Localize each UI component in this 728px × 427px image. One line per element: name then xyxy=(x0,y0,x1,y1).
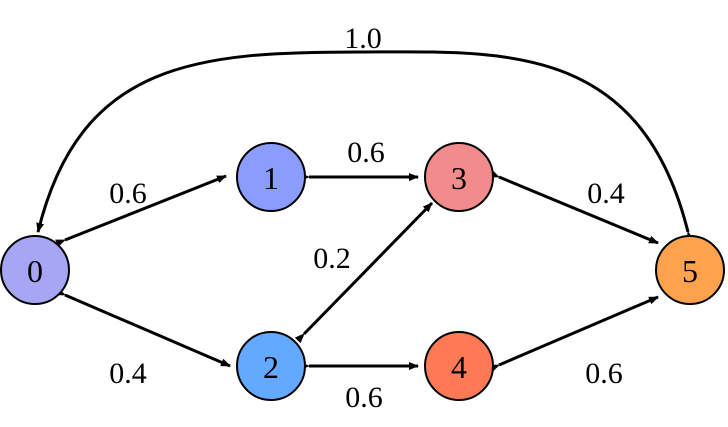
node-0-label: 0 xyxy=(27,253,43,289)
node-0: 0 xyxy=(0,235,70,305)
edge-label-0-1: 0.6 xyxy=(109,177,147,210)
node-1-circle xyxy=(236,142,306,212)
edge-labels: 1.0 0.6 0.6 0.4 0.2 0.4 0.6 0.6 xyxy=(109,22,625,414)
node-5-circle xyxy=(655,235,725,305)
edge-label-4-5: 0.6 xyxy=(585,357,623,390)
node-2-label: 2 xyxy=(263,349,279,385)
node-1-label: 1 xyxy=(263,160,279,196)
node-0-circle xyxy=(0,235,70,305)
node-3: 3 xyxy=(424,142,494,212)
edge-4-5 xyxy=(489,295,659,373)
node-4: 4 xyxy=(424,331,494,401)
edge-label-0-2: 0.4 xyxy=(109,357,147,390)
edges xyxy=(36,50,695,373)
edge-label-2-3: 0.2 xyxy=(313,242,351,275)
edge-label-3-5: 0.4 xyxy=(587,177,625,210)
edge-3-5 xyxy=(489,169,659,245)
edge-label-2-4: 0.6 xyxy=(345,381,383,414)
node-4-circle xyxy=(424,331,494,401)
node-3-label: 3 xyxy=(451,160,467,196)
node-3-circle xyxy=(424,142,494,212)
edge-5-0 xyxy=(36,50,695,242)
nodes: 0 1 2 3 4 5 xyxy=(0,142,725,401)
node-2: 2 xyxy=(236,331,306,401)
node-5: 5 xyxy=(655,235,725,305)
edge-label-5-0: 1.0 xyxy=(344,22,382,55)
node-4-label: 4 xyxy=(451,349,467,385)
node-2-circle xyxy=(236,331,306,401)
edge-0-2 xyxy=(55,287,231,368)
edge-label-1-3: 0.6 xyxy=(347,136,385,169)
node-1: 1 xyxy=(236,142,306,212)
node-5-label: 5 xyxy=(682,253,698,289)
